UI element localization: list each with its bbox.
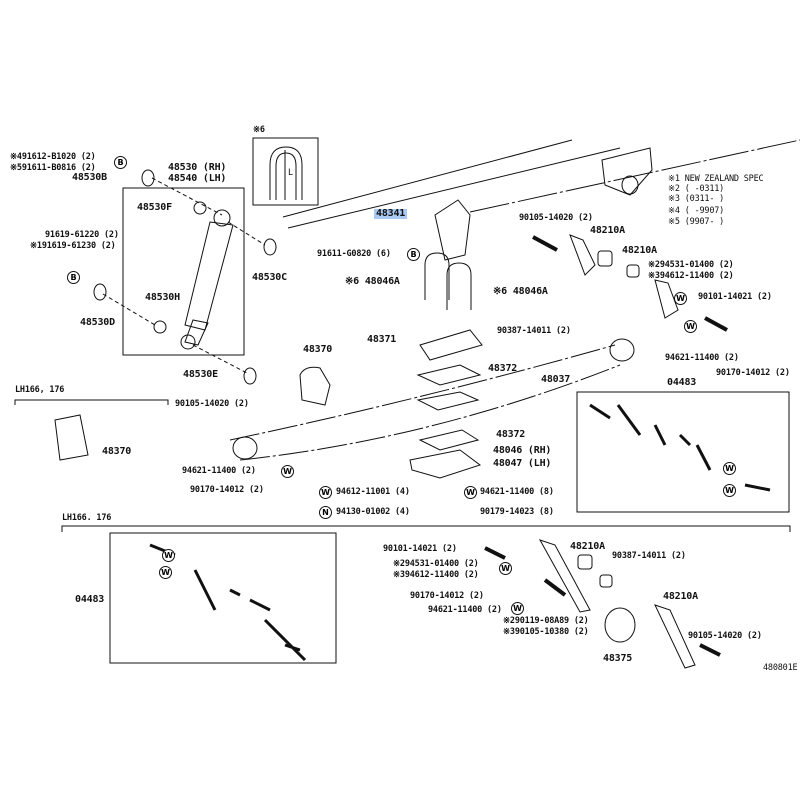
part-callout[interactable]: 48372	[496, 429, 526, 440]
note-5: ※5 (9907- )	[668, 217, 725, 227]
variant-label: LH166. 176	[62, 513, 112, 523]
washer-symbol-icon: W	[162, 549, 175, 562]
part-callout[interactable]: 94130-01002 (4)	[336, 507, 410, 517]
part-callout[interactable]: 48375	[603, 653, 633, 664]
part-callout[interactable]: 90387-14011 (2)	[612, 551, 686, 561]
part-callout[interactable]: 04483	[75, 594, 105, 605]
part-callout[interactable]: 48046 (RH)	[493, 445, 552, 456]
part-callout[interactable]: 48047 (LH)	[493, 458, 552, 469]
part-callout[interactable]: 48210A	[570, 541, 605, 552]
variant-label: LH166, 176	[15, 385, 65, 395]
part-callout[interactable]: 90387-14011 (2)	[497, 326, 571, 336]
part-callout[interactable]: 48530C	[252, 272, 287, 283]
part-callout[interactable]: ※6 48046A	[493, 286, 548, 297]
part-callout[interactable]: ※290119-08A89 (2)	[503, 616, 589, 626]
washer-symbol-icon: W	[684, 320, 697, 333]
part-callout[interactable]: ※390105-10380 (2)	[503, 627, 589, 637]
part-callout[interactable]: 48210A	[590, 225, 625, 236]
note-4: ※4 ( -9907)	[668, 206, 725, 216]
note-2: ※2 ( -0311)	[668, 184, 725, 194]
part-callout[interactable]: 48530D	[80, 317, 115, 328]
selected-part-48341[interactable]: 48341	[374, 208, 408, 219]
nut-symbol-icon: N	[319, 506, 332, 519]
part-callout[interactable]: 48370	[303, 344, 333, 355]
inset-u-bolt	[252, 137, 319, 206]
washer-symbol-icon: W	[319, 486, 332, 499]
part-callout[interactable]: 91611-G0820 (6)	[317, 249, 391, 259]
part-callout[interactable]: ※294531-01400 (2)	[648, 260, 734, 270]
part-callout[interactable]: 04483	[667, 377, 697, 388]
part-callout[interactable]: 90105-14020 (2)	[688, 631, 762, 641]
washer-symbol-icon: W	[281, 465, 294, 478]
part-callout[interactable]: 94612-11001 (4)	[336, 487, 410, 497]
part-callout[interactable]: 94621-11400 (8)	[480, 487, 554, 497]
washer-symbol-icon: W	[499, 562, 512, 575]
lower-right-parts	[484, 539, 721, 669]
part-callout[interactable]: ※491612-B1020 (2)	[10, 152, 96, 162]
bolt-symbol-icon: B	[114, 156, 127, 169]
washer-symbol-icon: W	[464, 486, 477, 499]
note-3: ※3 (0311- )	[668, 194, 725, 204]
part-callout[interactable]: 90105-14020 (2)	[175, 399, 249, 409]
washer-symbol-icon: W	[511, 602, 524, 615]
part-callout[interactable]: 48540 (LH)	[168, 173, 227, 184]
part-callout[interactable]: 48037	[541, 374, 571, 385]
washer-symbol-icon: W	[723, 484, 736, 497]
part-callout[interactable]: 90105-14020 (2)	[519, 213, 593, 223]
part-callout[interactable]: 48371	[367, 334, 397, 345]
part-callout[interactable]: 48210A	[663, 591, 698, 602]
part-callout[interactable]: 90170-14012 (2)	[410, 591, 484, 601]
part-callout[interactable]: 90179-14023 (8)	[480, 507, 554, 517]
part-callout[interactable]: ※394612-11400 (2)	[648, 271, 734, 281]
inset-dimension: L	[288, 168, 293, 178]
part-callout[interactable]: 94621-11400 (2)	[665, 353, 739, 363]
part-callout[interactable]: ※591611-B0816 (2)	[10, 163, 96, 173]
part-callout[interactable]: 91619-61220 (2)	[45, 230, 119, 240]
part-callout[interactable]: 48530E	[183, 369, 218, 380]
part-callout[interactable]: 90170-14012 (2)	[716, 368, 790, 378]
part-callout[interactable]: ※191619-61230 (2)	[30, 241, 116, 251]
spring-center-parts	[299, 199, 483, 479]
part-callout[interactable]: 48530B	[72, 172, 107, 183]
bolt-symbol-icon: B	[67, 271, 80, 284]
washer-symbol-icon: W	[674, 292, 687, 305]
part-callout[interactable]: ※6 48046A	[345, 276, 400, 287]
shock-absorber	[93, 169, 277, 385]
part-callout[interactable]: 90170-14012 (2)	[190, 485, 264, 495]
washer-symbol-icon: W	[723, 462, 736, 475]
part-callout[interactable]: 90101-14021 (2)	[698, 292, 772, 302]
part-callout[interactable]: 48530H	[145, 292, 180, 303]
part-callout[interactable]: 94621-11400 (2)	[182, 466, 256, 476]
part-callout[interactable]: 94621-11400 (2)	[428, 605, 502, 615]
diagram-code: 480801E	[763, 663, 798, 673]
part-callout[interactable]: ※394612-11400 (2)	[393, 570, 479, 580]
part-callout[interactable]: 48530F	[137, 202, 172, 213]
note-1: ※1 NEW ZEALAND SPEC	[668, 174, 764, 184]
bolt-symbol-icon: B	[407, 248, 420, 261]
part-callout[interactable]: 48210A	[622, 245, 657, 256]
lower-kit	[109, 532, 337, 664]
part-callout[interactable]: 48372	[488, 363, 518, 374]
part-callout[interactable]: 48370	[102, 446, 132, 457]
frame-rail	[282, 139, 800, 229]
leaf-spring	[229, 338, 635, 461]
part-callout[interactable]: 48530 (RH)	[168, 162, 227, 173]
shackle-parts	[14, 234, 791, 532]
washer-symbol-icon: W	[159, 566, 172, 579]
inset-label: ※6	[253, 125, 265, 135]
part-callout[interactable]: ※294531-01400 (2)	[393, 559, 479, 569]
part-callout[interactable]: 90101-14021 (2)	[383, 544, 457, 554]
